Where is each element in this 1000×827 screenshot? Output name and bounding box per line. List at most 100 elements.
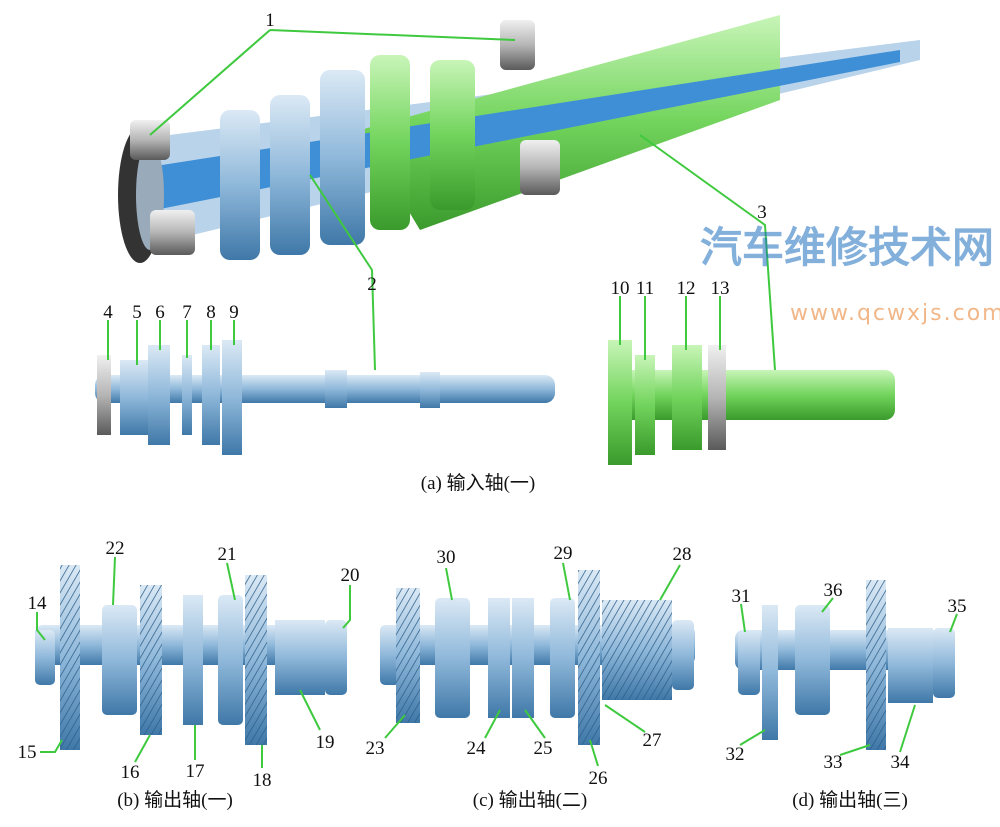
label-21: 21 bbox=[218, 544, 237, 565]
gear-teeth bbox=[245, 575, 267, 745]
label-5: 5 bbox=[132, 302, 142, 323]
gear-8 bbox=[202, 345, 220, 445]
leaders-14-22 bbox=[36, 556, 351, 768]
label-32: 32 bbox=[726, 744, 745, 765]
input-shaft-assembly-cutaway bbox=[118, 15, 920, 263]
gear-cutaway bbox=[220, 110, 260, 260]
part-number-labels: 1 2 3 4 5 6 7 8 9 10 11 12 13 14 15 16 1… bbox=[18, 10, 967, 791]
gear-teeth bbox=[602, 600, 672, 700]
gear-teeth bbox=[140, 585, 162, 735]
watermark: 汽车维修技术网 www.qcwxjs.com bbox=[700, 223, 1000, 326]
leader-3 bbox=[639, 134, 776, 371]
gear-teeth bbox=[578, 570, 600, 745]
output-shaft-3 bbox=[735, 580, 955, 750]
input-shaft-green bbox=[608, 340, 895, 465]
label-33: 33 bbox=[824, 752, 843, 773]
leader-1 bbox=[149, 29, 516, 136]
caption-c: (c) 输出轴(二) bbox=[473, 789, 588, 811]
label-3: 3 bbox=[757, 202, 767, 223]
gear-12 bbox=[672, 345, 702, 450]
caption-d: (d) 输出轴(三) bbox=[792, 789, 908, 811]
spline bbox=[325, 370, 347, 408]
label-28: 28 bbox=[673, 544, 692, 565]
bearing bbox=[520, 140, 560, 195]
gear-4 bbox=[97, 355, 111, 435]
label-16: 16 bbox=[121, 762, 140, 783]
gear-34 bbox=[888, 628, 933, 703]
bearing bbox=[672, 620, 694, 690]
gear-6 bbox=[148, 345, 170, 445]
bearing bbox=[150, 210, 195, 255]
gear-cutaway bbox=[270, 95, 310, 255]
bearing-13 bbox=[708, 345, 726, 450]
label-20: 20 bbox=[341, 565, 360, 586]
leaders-10-13 bbox=[619, 296, 721, 360]
spline bbox=[420, 372, 440, 408]
label-11: 11 bbox=[636, 278, 654, 299]
label-31: 31 bbox=[732, 586, 751, 607]
gear-teeth bbox=[60, 565, 80, 750]
label-6: 6 bbox=[155, 302, 165, 323]
label-29: 29 bbox=[554, 543, 573, 564]
output-shaft-1 bbox=[35, 565, 347, 750]
label-10: 10 bbox=[611, 278, 630, 299]
gear-5 bbox=[120, 360, 148, 435]
gear-teeth bbox=[396, 588, 420, 723]
caption-b: (b) 输出轴(一) bbox=[117, 789, 233, 811]
bearing-31 bbox=[738, 630, 760, 695]
gear-cutaway bbox=[320, 70, 365, 245]
label-9: 9 bbox=[229, 302, 239, 323]
bearing-20 bbox=[325, 620, 347, 695]
label-34: 34 bbox=[891, 752, 911, 773]
label-12: 12 bbox=[677, 278, 696, 299]
gear-9 bbox=[222, 340, 242, 455]
output-shaft-2 bbox=[380, 570, 695, 745]
synchronizer-36 bbox=[795, 605, 830, 715]
gear-cutaway bbox=[370, 55, 410, 230]
bearing-35 bbox=[933, 628, 955, 698]
gear-19 bbox=[275, 620, 325, 695]
gear-24 bbox=[488, 598, 510, 718]
leaders-23-30 bbox=[384, 562, 681, 767]
bearing bbox=[380, 625, 400, 685]
label-14: 14 bbox=[28, 593, 48, 614]
gear-cutaway bbox=[430, 60, 475, 210]
watermark-title: 汽车维修技术网 bbox=[700, 223, 994, 272]
bearing bbox=[130, 120, 170, 160]
label-27: 27 bbox=[643, 730, 662, 751]
label-13: 13 bbox=[711, 278, 730, 299]
gear-7 bbox=[182, 355, 192, 435]
label-15: 15 bbox=[18, 742, 37, 763]
caption-a: (a) 输入轴(一) bbox=[421, 472, 536, 494]
bearing bbox=[500, 20, 535, 70]
label-17: 17 bbox=[186, 761, 205, 782]
gear-25 bbox=[512, 598, 534, 718]
leaders-4-9 bbox=[107, 320, 235, 365]
gear-teeth bbox=[866, 580, 886, 750]
leader-2 bbox=[309, 174, 376, 371]
label-7: 7 bbox=[182, 302, 192, 323]
watermark-url: www.qcwxjs.com bbox=[790, 301, 1000, 326]
bearing-14 bbox=[35, 630, 55, 685]
gear-32 bbox=[762, 605, 778, 740]
label-4: 4 bbox=[103, 302, 113, 323]
label-8: 8 bbox=[206, 302, 216, 323]
synchronizer-21 bbox=[218, 595, 243, 725]
label-24: 24 bbox=[467, 738, 487, 759]
label-23: 23 bbox=[366, 738, 385, 759]
label-35: 35 bbox=[948, 596, 967, 617]
label-26: 26 bbox=[589, 768, 608, 789]
gear-17 bbox=[183, 595, 203, 725]
label-25: 25 bbox=[534, 738, 553, 759]
label-22: 22 bbox=[106, 538, 125, 559]
label-1: 1 bbox=[265, 10, 275, 31]
label-2: 2 bbox=[367, 274, 377, 295]
synchronizer-30 bbox=[435, 598, 470, 718]
label-30: 30 bbox=[437, 547, 456, 568]
leaders-31-36 bbox=[739, 597, 958, 756]
gear-10 bbox=[608, 340, 632, 465]
label-18: 18 bbox=[253, 770, 272, 791]
gear-11 bbox=[635, 355, 655, 455]
